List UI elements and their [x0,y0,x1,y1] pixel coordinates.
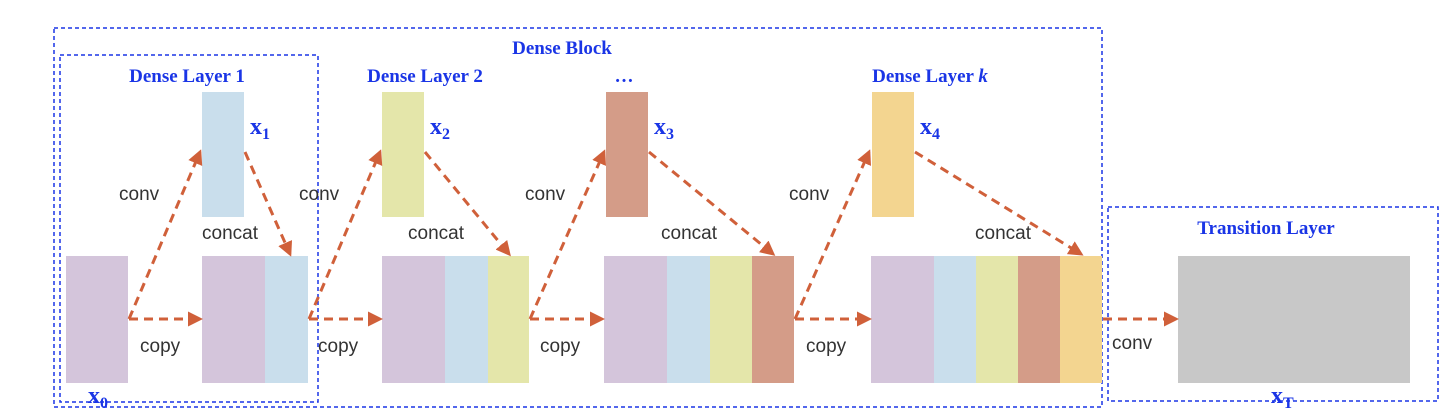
concat-stack-1 [202,256,308,383]
conv-arrow-4 [793,149,871,320]
dense-layer-k-title: Dense Layer k [872,66,988,87]
concat-label-3: concat [661,223,718,244]
copy-label-4: copy [806,336,847,357]
dense-layer-2-title: Dense Layer 2 [367,66,483,87]
x4-label: x4 [920,114,940,143]
concat-stack-k [871,256,1102,383]
transition-layer-title: Transition Layer [1197,218,1335,239]
x4-block [872,92,914,217]
concat-label-1: concat [202,223,259,244]
copy-label-2: copy [318,336,359,357]
conv-label-3: conv [525,184,566,205]
concat-stack-3 [604,256,794,383]
transition-layer-box [1107,206,1439,402]
concat-label-4: concat [975,223,1032,244]
x2-block [382,92,424,217]
concat-arrow-4 [914,150,1084,256]
copy-label-3: copy [540,336,581,357]
conv-label-2: conv [299,184,340,205]
concat-arrow-1 [243,151,293,257]
conv-arrow-1 [127,149,203,320]
x1-label: x1 [250,114,270,143]
concat-arrow-2 [423,151,511,257]
concat-arrow-3 [648,150,776,256]
x2-label: x2 [430,114,450,143]
dense-block-title: Dense Block [512,38,612,59]
x1-block [202,92,244,217]
dense-layer-1-title: Dense Layer 1 [129,66,245,87]
x3-label: x3 [654,114,674,143]
copy-label-1: copy [140,336,181,357]
conv-arrow-2 [307,149,383,320]
concat-stack-2 [382,256,529,383]
conv-label-transition: conv [1112,333,1153,354]
x0-label: x0 [88,383,108,412]
dense-layer-3-title: … [615,66,634,87]
xt-label: xT [1271,383,1294,412]
x0-block [66,256,128,383]
transition-output-block [1178,256,1410,383]
conv-label-4: conv [789,184,830,205]
conv-arrow-3 [528,149,606,320]
conv-label-1: conv [119,184,160,205]
x3-block [606,92,648,217]
concat-label-2: concat [408,223,465,244]
dense-layer-1-box [59,54,319,403]
